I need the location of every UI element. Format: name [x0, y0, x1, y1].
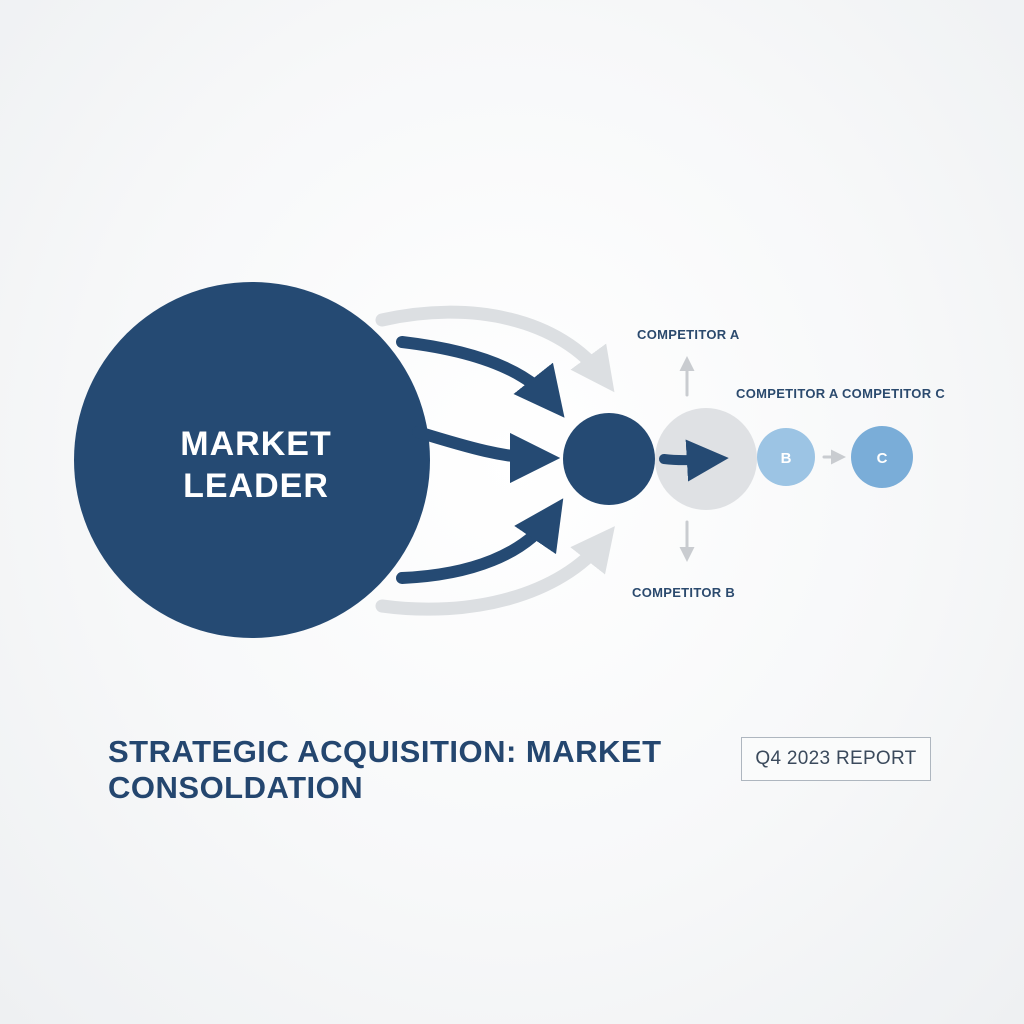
competitor-c-node-label: C: [877, 450, 888, 467]
market-leader-circle: [74, 282, 430, 638]
lower-gray-flow-arrow: [375, 526, 615, 616]
hub-to-competitor-arrow: [659, 439, 729, 482]
market-leader-label-line2: LEADER: [183, 467, 329, 505]
page-title-line2: CONSOLDATION: [108, 770, 364, 805]
page-title-line1: STRATEGIC ACQUISITION: MARKET: [108, 734, 662, 769]
report-badge-label: Q4 2023 REPORT: [755, 748, 917, 769]
competitor-a-c-label: COMPETITOR A COMPETITOR C: [736, 386, 945, 401]
lower-navy-flow-arrow: [396, 498, 564, 584]
competitor-b-circle: [757, 428, 815, 486]
market-leader-label-line1: MARKET: [180, 425, 331, 463]
page-title: STRATEGIC ACQUISITION: MARKET CONSOLDATI…: [108, 734, 708, 806]
competitor-c-circle: [851, 426, 913, 488]
acquisition-hub-circle: [563, 413, 655, 505]
competitor-a-label: COMPETITOR A: [637, 327, 740, 342]
competitor-b-label: COMPETITOR B: [632, 585, 735, 600]
report-badge: Q4 2023 REPORT: [741, 737, 931, 781]
competitor-b-node-label: B: [781, 450, 792, 467]
middle-navy-flow-arrow: [412, 426, 561, 484]
upper-gray-flow-arrow: [375, 305, 615, 393]
upper-navy-flow-arrow: [396, 336, 565, 418]
